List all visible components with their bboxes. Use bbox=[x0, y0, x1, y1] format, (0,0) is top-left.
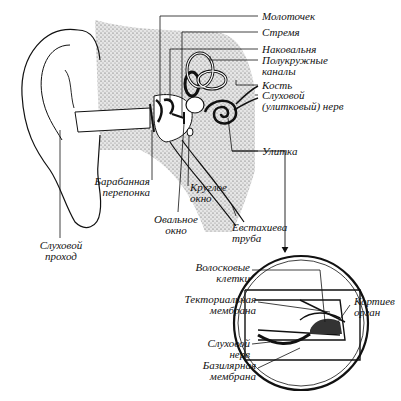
part-label: Волосковые клетки bbox=[186, 262, 250, 284]
part-label: Слуховой нерв bbox=[186, 338, 250, 360]
organ-of-corti bbox=[310, 319, 342, 334]
ear-canal bbox=[75, 108, 150, 132]
leader-lines bbox=[60, 16, 258, 238]
part-label: Улитка bbox=[262, 146, 352, 157]
part-label: Круглое окно bbox=[190, 182, 232, 204]
incus bbox=[164, 100, 173, 114]
part-label: Молоточек bbox=[262, 11, 352, 22]
part-label: Наковальня bbox=[262, 44, 352, 55]
semicircular-canals bbox=[185, 53, 226, 96]
part-label: Полукружные каналы bbox=[262, 55, 337, 77]
inset-leaders bbox=[252, 270, 350, 368]
part-label: Базилярная мембрана bbox=[176, 360, 256, 382]
part-label: Текториальная мембрана bbox=[170, 294, 256, 316]
part-label: Барабанная перепонка bbox=[78, 176, 150, 198]
cochlear-section bbox=[245, 290, 360, 360]
part-label: Стремя bbox=[262, 27, 352, 38]
malleus bbox=[156, 100, 162, 122]
eardrum bbox=[150, 104, 154, 132]
part-label: Слуховой проход bbox=[30, 240, 92, 262]
part-label: Овальное окно bbox=[152, 214, 200, 236]
part-label: Слуховой (улитковый) нерв bbox=[262, 90, 350, 112]
auditory-nerve bbox=[234, 86, 258, 110]
part-label: Евстахиева труба bbox=[232, 222, 294, 244]
cochlea bbox=[205, 101, 236, 124]
part-label: Кортиев орган bbox=[354, 296, 400, 318]
